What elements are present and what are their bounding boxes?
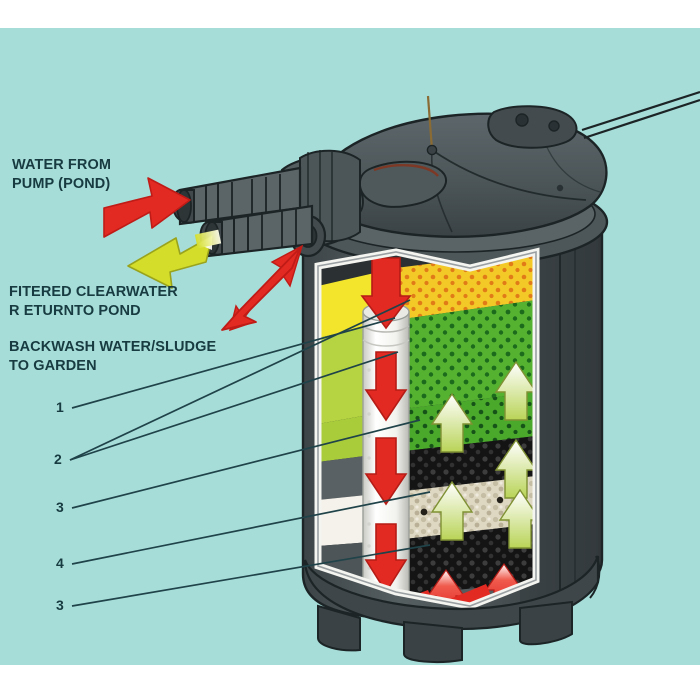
callout-line-5 (71, 544, 431, 607)
callout-line-3 (71, 419, 421, 509)
pressure-gauge-rod (426, 95, 438, 156)
inlet-hose-port[interactable] (171, 166, 302, 226)
callout-line-2 (69, 351, 399, 461)
clearwater-return-arrow (127, 229, 222, 289)
downpipe-flow-arrows (360, 257, 412, 594)
media-cutaway (318, 252, 536, 606)
top-right-cable (581, 90, 700, 140)
callout-line-2b (69, 299, 411, 461)
top-sponge-top (396, 252, 536, 320)
backwash-outflow-arrow (221, 244, 304, 332)
callout-line-4 (71, 491, 431, 565)
black-upper-top (396, 436, 536, 492)
pump-inflow-arrow (103, 177, 191, 238)
media-upflow-arrows (430, 360, 536, 549)
tank-base-legs (303, 555, 601, 663)
green-upper-top (396, 300, 536, 410)
callout-leader-lines (69, 299, 431, 607)
